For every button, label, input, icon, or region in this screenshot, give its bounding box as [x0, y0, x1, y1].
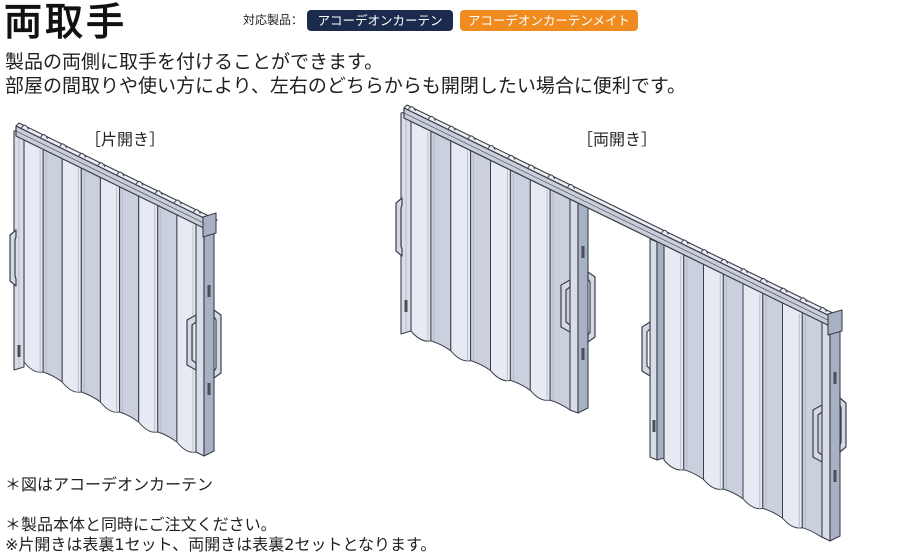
- lead-post-front: [569, 198, 579, 414]
- door-handle: [812, 404, 823, 463]
- figure-double-open-label: ［両開き］: [576, 130, 657, 149]
- description-line-2: 部屋の間取りや使い方により、左右のどちらからも開閉したい場合に便利です。: [5, 75, 686, 97]
- rail-carrier: [680, 239, 689, 245]
- rail-carrier: [427, 115, 436, 121]
- rail-carrier: [819, 307, 827, 312]
- curtain-rail-groove: [403, 112, 839, 326]
- rail-carrier: [487, 145, 496, 151]
- door-handle: [587, 271, 596, 343]
- rail-carrier: [527, 164, 536, 170]
- rail-carrier: [759, 278, 768, 283]
- door-handle: [213, 309, 222, 379]
- compatible-products-label: 対応製品：: [243, 13, 304, 27]
- magnet-strip: [17, 345, 21, 357]
- rail-carrier: [40, 134, 49, 140]
- end-post-front: [821, 321, 831, 542]
- rail-carrier: [192, 209, 201, 214]
- rail-carrier: [78, 152, 87, 158]
- single-open-curtain: [9, 122, 222, 457]
- rail-carrier: [21, 124, 29, 130]
- rail-carrier: [173, 199, 182, 205]
- magnet-strip: [581, 348, 585, 360]
- lead-post-side: [203, 222, 215, 457]
- rail-carrier: [135, 180, 144, 186]
- rail-carrier: [59, 143, 68, 149]
- rail-carrier: [740, 268, 748, 274]
- rail-carrier: [700, 249, 709, 255]
- magnet-strip: [833, 470, 837, 482]
- badge-accordion-curtain[interactable]: アコーデオンカーテン: [307, 10, 453, 31]
- rail-carrier: [661, 229, 669, 235]
- rail-carrier: [779, 287, 788, 293]
- rail-carrier: [97, 162, 106, 168]
- magnet-strip: [207, 285, 211, 297]
- note-figure: ＊図はアコーデオンカーテン: [5, 475, 214, 494]
- magnet-strip: [404, 300, 408, 312]
- door-handle: [186, 314, 197, 371]
- door-handle: [395, 197, 403, 257]
- magnet-strip: [207, 383, 211, 395]
- rail-carrier: [547, 174, 556, 180]
- lead-post-side: [577, 197, 589, 414]
- page-title: 両取手: [4, 0, 128, 44]
- note-sets: ※片開きは表裏1セット、両開きは表裏2セットとなります。: [5, 535, 437, 554]
- magnet-strip: [581, 246, 585, 258]
- rail-carrier: [154, 190, 163, 196]
- rail-carrier: [507, 154, 516, 160]
- door-handle: [641, 321, 651, 377]
- curtain-rail-groove: [15, 130, 215, 229]
- rail-carrier: [408, 106, 416, 112]
- rail-carrier: [467, 135, 476, 141]
- rail-carrier: [116, 171, 125, 177]
- figure-single-open-label: ［片開き］: [84, 130, 165, 149]
- end-post-side: [829, 320, 841, 542]
- note-order: ＊製品本体と同時にご注文ください。: [5, 515, 277, 534]
- door-handle: [9, 229, 17, 287]
- double-open-curtain: [395, 104, 847, 542]
- magnet-strip: [652, 420, 656, 432]
- rail-carrier: [567, 184, 576, 189]
- badge-accordion-curtain-mate[interactable]: アコーデオンカーテンメイト: [460, 10, 638, 31]
- description-line-1: 製品の両側に取手を付けることができます。: [5, 51, 384, 73]
- door-handle: [560, 279, 571, 333]
- lead-post-side: [656, 238, 665, 461]
- magnet-strip: [833, 372, 837, 384]
- rail-end-cap: [202, 212, 217, 238]
- door-handle: [839, 397, 847, 453]
- rail-end-cap: [827, 309, 843, 336]
- description: 製品の両側に取手を付けることができます。 部屋の間取りや使い方により、左右のどち…: [5, 50, 686, 98]
- rail-carrier: [720, 258, 729, 264]
- rail-carrier: [447, 125, 456, 131]
- lead-post-front: [195, 223, 205, 457]
- rail-carrier: [799, 297, 808, 303]
